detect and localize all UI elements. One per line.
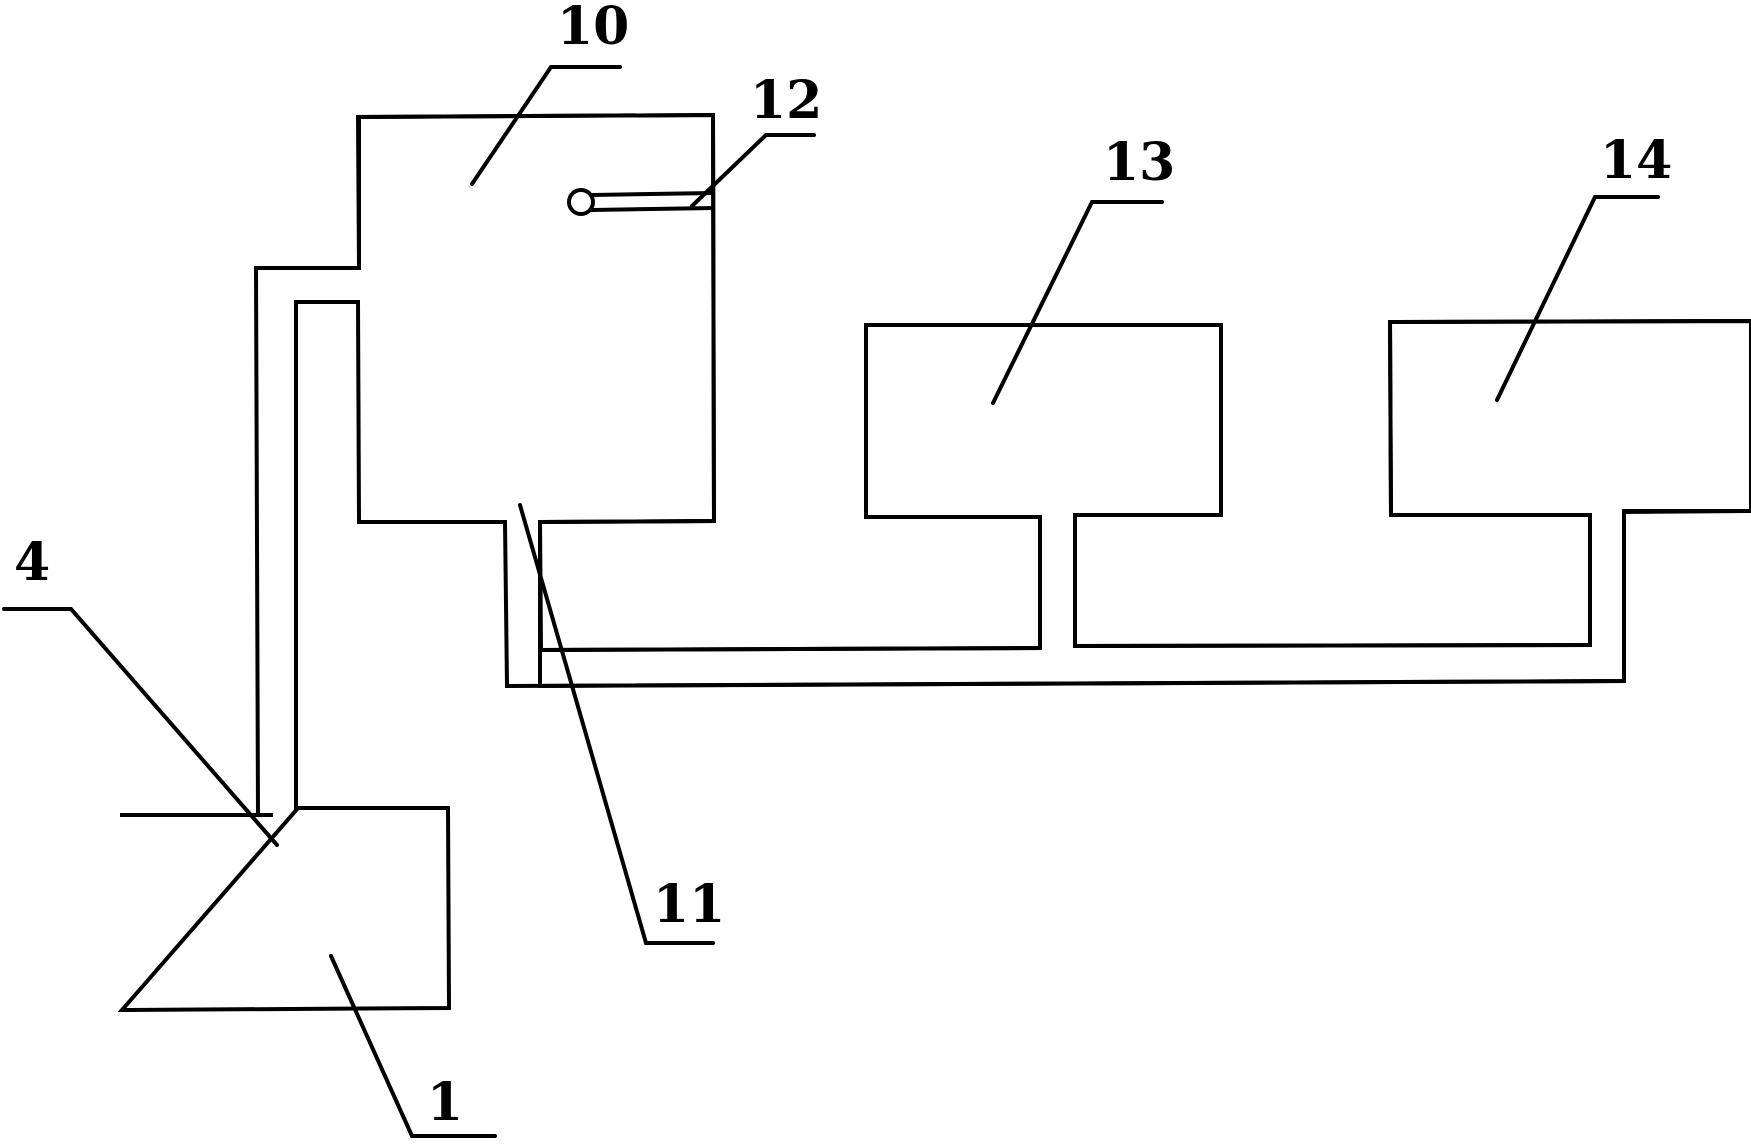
component-12-rod — [590, 190, 716, 213]
leader-line-4 — [2, 607, 279, 847]
label-part-4: 4 — [14, 532, 50, 593]
component-12-ball — [567, 188, 595, 216]
leader-line-13 — [991, 200, 1164, 405]
pipe-11-inner — [537, 515, 1042, 653]
label-part-13: 13 — [1103, 132, 1175, 193]
label-part-12: 12 — [750, 70, 822, 131]
component-10-box — [355, 112, 1751, 689]
pipe-11-outer — [502, 510, 1626, 689]
tank-10-outline — [355, 112, 717, 525]
pipe-4-outer — [253, 266, 361, 818]
pipe-4-inner — [294, 300, 360, 810]
label-part-14: 14 — [1600, 130, 1672, 191]
leader-line-10 — [470, 65, 622, 186]
component-14-box — [1387, 318, 1751, 517]
leader-line-1 — [329, 954, 497, 1138]
label-part-1: 1 — [427, 1072, 463, 1133]
leader-line-11 — [518, 503, 715, 945]
label-part-11: 11 — [653, 874, 725, 935]
leader-line-14 — [1495, 195, 1660, 402]
component-1-box — [117, 806, 452, 1013]
leader-line-12 — [690, 133, 816, 208]
label-part-10: 10 — [557, 0, 629, 57]
component-13-box — [864, 323, 1592, 649]
